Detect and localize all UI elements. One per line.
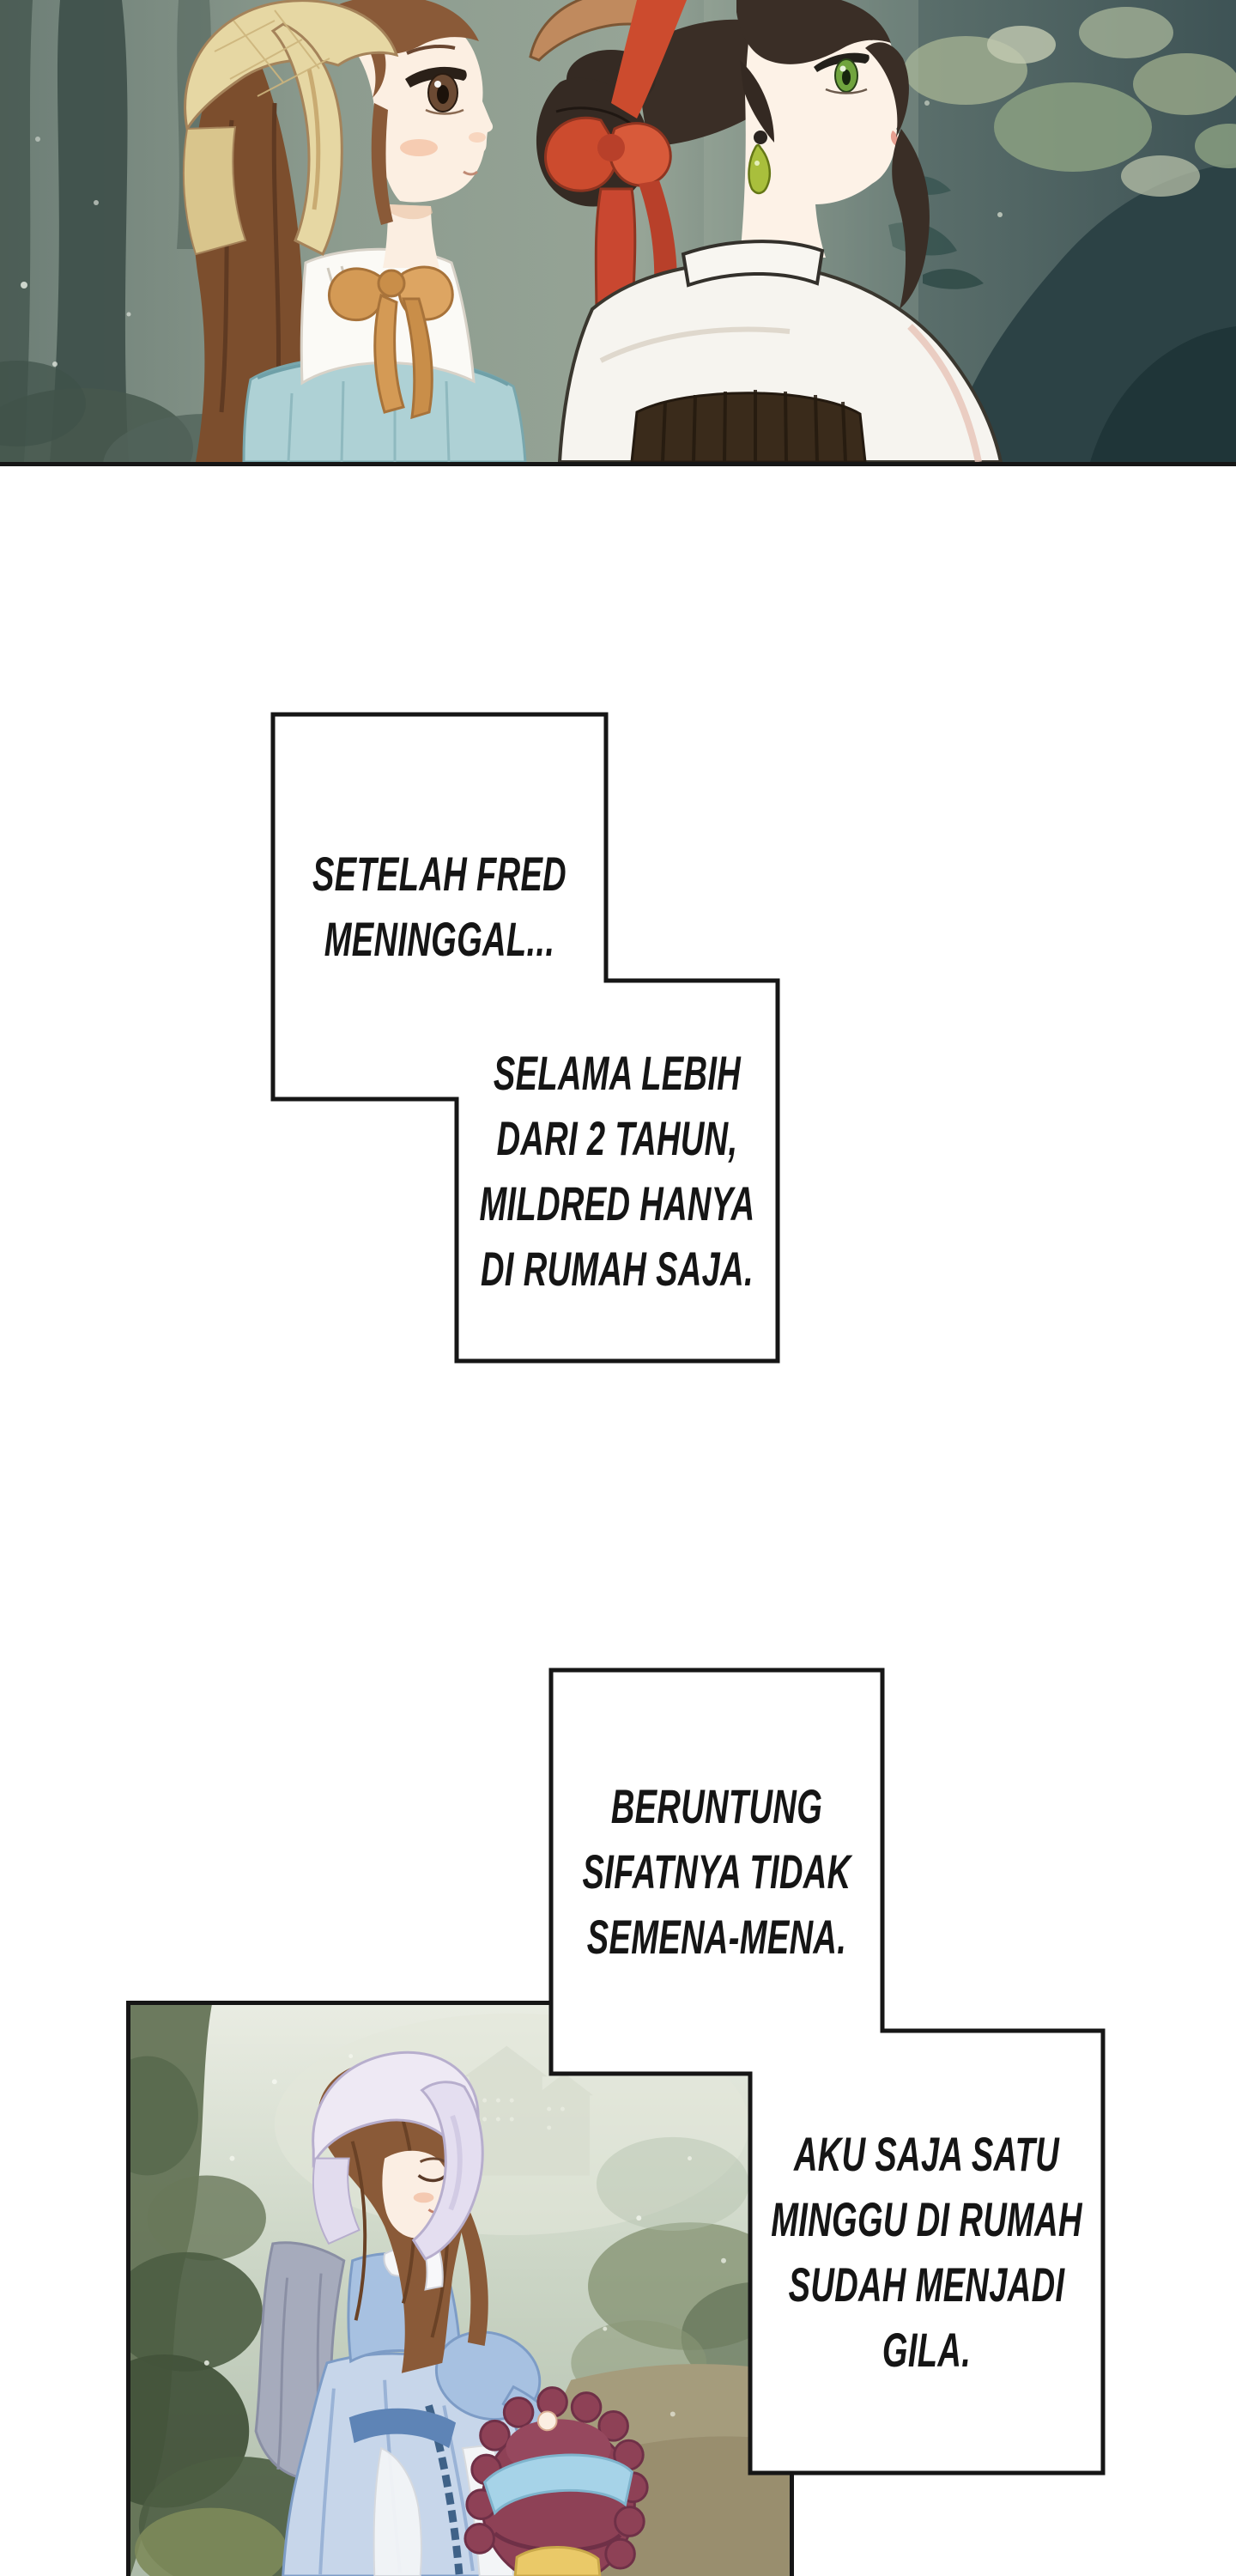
narration-line: DI RUMAH SAJA. xyxy=(481,1241,754,1296)
mother-figure xyxy=(254,2050,549,2576)
narration-line: MENINGGAL... xyxy=(324,912,555,966)
narration-line: GILA. xyxy=(882,2322,972,2377)
narration-box-1: SETELAH FRED MENINGGAL... xyxy=(312,714,566,1099)
narration-line: SUDAH MENJADI xyxy=(788,2257,1065,2312)
narration-line: SETELAH FRED xyxy=(312,847,567,901)
narration-line: SEMENA-MENA. xyxy=(586,1910,847,1964)
narration-line: SELAMA LEBIH xyxy=(493,1045,742,1100)
narration-line: AKU SAJA SATU xyxy=(793,2126,1060,2181)
narration-line: DARI 2 TAHUN, xyxy=(496,1110,738,1165)
bonnet-neck-bow xyxy=(327,265,454,420)
bottom-panel-illustration xyxy=(130,2005,790,2576)
narration-box-3: BERUNTUNG SIFATNYA TIDAK SEMENA-MENA. xyxy=(583,1670,851,2074)
narration-line: SIFATNYA TIDAK xyxy=(582,1844,851,1899)
narration-box-2: SELAMA LEBIH DARI 2 TAHUN, MILDRED HANYA… xyxy=(479,981,754,1361)
narration-line: BERUNTUNG xyxy=(610,1779,823,1833)
narration-line: MILDRED HANYA xyxy=(479,1176,755,1230)
top-panel-illustration xyxy=(0,0,1236,462)
narration-line: MINGGU DI RUMAH xyxy=(771,2191,1082,2246)
narration-box-4: AKU SAJA SATU MINGGU DI RUMAH SUDAH MENJ… xyxy=(771,2031,1082,2473)
woman-red-ribbon-figure xyxy=(529,0,1003,462)
girl-straw-bonnet-figure xyxy=(182,0,527,462)
bottom-garden-panel xyxy=(126,2001,794,2576)
mother-hand xyxy=(536,2410,558,2432)
top-forest-panel xyxy=(0,0,1236,466)
